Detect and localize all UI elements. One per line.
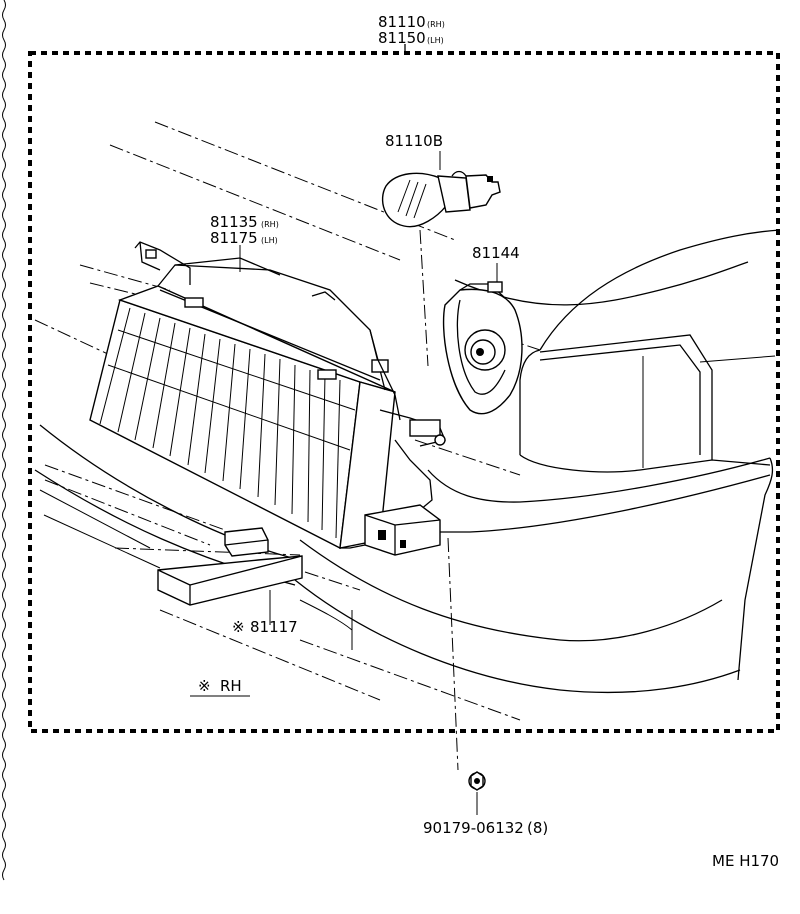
left-edge-border xyxy=(2,0,6,881)
nut-quantity: (8) xyxy=(527,819,548,837)
bulb-socket xyxy=(442,263,523,415)
halogen-bulb xyxy=(381,151,501,228)
assembly-frame xyxy=(28,51,780,733)
note-text: RH xyxy=(220,677,242,695)
lens-hatching xyxy=(99,307,356,539)
assembly-lh-suffix: (LH) xyxy=(427,36,444,45)
housing-rh-suffix: (RH) xyxy=(261,220,279,229)
bracket-number: 81117 xyxy=(250,618,298,636)
bracket-marker: ※ xyxy=(232,618,245,636)
note-marker: ※ xyxy=(198,677,211,695)
nut-number: 90179-06132 xyxy=(423,819,524,837)
assembly-rh-suffix: (RH) xyxy=(427,20,445,29)
housing-rh-number: 81135 xyxy=(210,213,258,231)
housing-lh-suffix: (LH) xyxy=(261,236,278,245)
assembly-rh-number: 81110 xyxy=(378,13,426,31)
diagram-code: ME H170 xyxy=(712,852,779,870)
bulb-number: 81110B xyxy=(385,132,443,150)
mounting-bracket xyxy=(157,527,303,625)
headlamp-housing xyxy=(89,241,446,556)
housing-lh-number: 81175 xyxy=(210,229,258,247)
assembly-lh-number: 81150 xyxy=(378,29,426,47)
flange-nut xyxy=(468,771,486,815)
socket-number: 81144 xyxy=(472,244,520,262)
